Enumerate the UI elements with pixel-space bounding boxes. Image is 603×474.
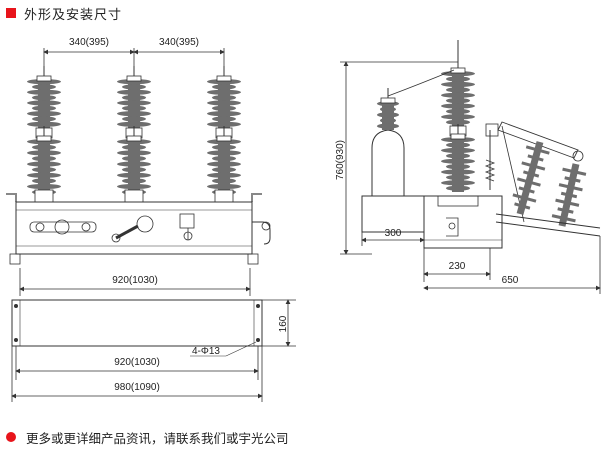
side-left-insulator	[377, 88, 399, 130]
front-insulators	[27, 66, 241, 203]
front-insulator-base-2	[124, 189, 144, 203]
pitch-right-label: 340(395)	[159, 37, 199, 48]
top-view: 160 920(1030) 4-Φ13 980(1090)	[11, 299, 296, 402]
arrester-right	[551, 163, 587, 227]
header-marker-icon	[6, 8, 16, 18]
front-insulator-lower-2	[117, 126, 151, 196]
side-main-insulator-lower	[441, 124, 475, 192]
width-300-label: 300	[385, 228, 402, 239]
hole-spacing-label: 920(1030)	[114, 357, 160, 368]
front-insulator-lower-3	[207, 126, 241, 196]
height-label: 760(930)	[335, 140, 346, 180]
front-view: 340(395) 340(395) 920(1030)	[6, 37, 271, 296]
front-insulator-base-1	[34, 189, 54, 203]
pitch-left-label: 340(395)	[69, 37, 109, 48]
overall-length-label: 980(1090)	[114, 382, 160, 393]
section-header: 外形及安装尺寸	[6, 4, 123, 23]
side-ct-insulator	[377, 88, 399, 130]
width-230-label: 230	[449, 261, 466, 272]
front-insulator-upper-2	[117, 66, 151, 128]
section-title: 外形及安装尺寸	[24, 7, 123, 23]
side-main-insulator-upper	[441, 58, 475, 126]
base-width-label: 920(1030)	[112, 275, 158, 286]
front-insulator-base-3	[214, 189, 234, 203]
contact-footer: 更多或更详细产品资讯，请联系我们或宇光公司	[6, 428, 289, 446]
footer-marker-icon	[6, 432, 16, 442]
arrester-left-body	[512, 141, 550, 215]
width-650-label: 650	[502, 275, 519, 286]
contact-text: 更多或更详细产品资讯，请联系我们或宇光公司	[26, 430, 289, 446]
arrester-left	[512, 141, 550, 215]
side-view: 760(930) 300 230	[335, 40, 601, 294]
hole-count-label: 4-Φ13	[192, 346, 220, 357]
side-right-insulator	[441, 58, 475, 192]
depth-label: 160	[278, 315, 289, 332]
front-insulator-lower-1	[27, 126, 61, 196]
front-insulator-upper-3	[207, 66, 241, 128]
front-insulator-upper-1	[27, 66, 61, 128]
arrester-right-body	[551, 163, 587, 227]
